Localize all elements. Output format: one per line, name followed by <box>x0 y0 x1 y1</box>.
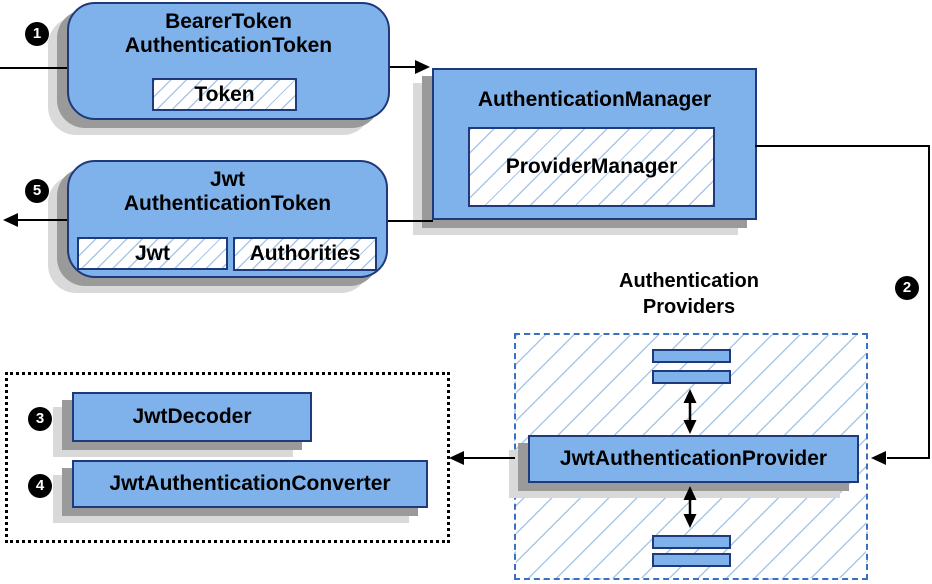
authentication-providers-label-line2: Providers <box>642 296 736 318</box>
token-field: Token <box>152 78 297 111</box>
authentication-manager-title: AuthenticationManager <box>434 88 755 112</box>
authentication-manager-title-text: AuthenticationManager <box>477 88 712 111</box>
bearer-token-authentication-token-node: BearerToken AuthenticationToken Token <box>67 2 390 120</box>
jwt-authentication-converter-label: JwtAuthenticationConverter <box>109 472 391 495</box>
jwt-authentication-token-node: Jwt AuthenticationToken Jwt Authorities <box>67 160 388 278</box>
provider-to-decoder-arrowhead <box>449 451 464 465</box>
step-1-badge: 1 <box>25 22 49 46</box>
authorities-field: Authorities <box>233 237 377 271</box>
provider-manager-label: ProviderManager <box>505 155 678 178</box>
provider-stub-bar-top-2 <box>652 370 731 384</box>
provider-stub-bar-bottom-1 <box>652 535 731 549</box>
step-2-badge: 2 <box>895 276 919 300</box>
authentication-providers-label-line1: Authentication <box>619 270 759 292</box>
jwt-field-label: Jwt <box>134 241 170 265</box>
jwt-token-title-line1: Jwt <box>209 168 245 191</box>
jwt-field: Jwt <box>77 237 228 270</box>
jwt-token-node-title: Jwt AuthenticationToken <box>69 168 386 216</box>
jwt-authentication-converter-node: JwtAuthenticationConverter <box>72 460 428 508</box>
decoder-converter-group <box>5 372 450 543</box>
manager-to-provider-arrowhead <box>871 451 886 465</box>
jwt-authentication-provider-label: JwtAuthenticationProvider <box>559 447 828 470</box>
bearer-token-title-line1: BearerToken <box>165 10 292 33</box>
token-field-label: Token <box>194 82 255 106</box>
jwt-decoder-label: JwtDecoder <box>132 405 252 428</box>
authorities-field-label: Authorities <box>249 242 361 265</box>
provider-stub-bar-bottom-2 <box>652 553 731 567</box>
jwt-decoder-node: JwtDecoder <box>72 392 312 442</box>
bearer-token-title-line2: AuthenticationToken <box>124 34 333 57</box>
jwt-token-outgoing-arrowhead <box>3 213 18 227</box>
provider-stub-bar-top-1 <box>652 349 731 363</box>
jwt-token-title-line2: AuthenticationToken <box>123 192 332 215</box>
bearer-to-manager-arrowhead <box>415 60 430 74</box>
step-5-badge: 5 <box>25 179 49 203</box>
bearer-token-node-title: BearerToken AuthenticationToken <box>69 10 388 58</box>
authentication-providers-label: Authentication Providers <box>589 268 789 320</box>
jwt-authentication-provider-node: JwtAuthenticationProvider <box>528 435 859 483</box>
provider-manager-inner-box: ProviderManager <box>468 127 715 207</box>
step-3-badge: 3 <box>28 407 52 431</box>
step-4-badge: 4 <box>28 474 52 498</box>
authentication-manager-node: AuthenticationManager ProviderManager <box>432 68 757 220</box>
